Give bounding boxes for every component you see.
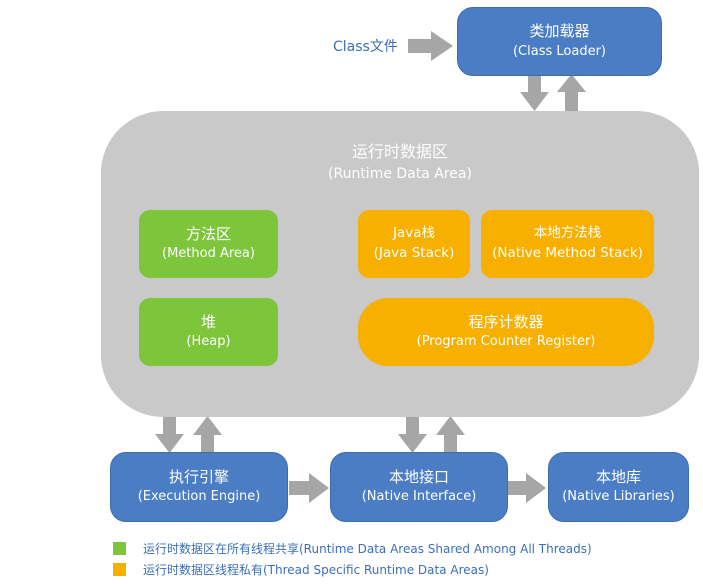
heap-subtitle: (Heap) — [186, 334, 231, 350]
arrow-loader-down — [520, 72, 549, 111]
execution-engine-box[interactable]: 执行引擎 (Execution Engine) — [110, 452, 288, 522]
native-method-stack-box[interactable]: 本地方法栈 (Native Method Stack) — [481, 210, 654, 278]
arrow-runtime-to-native-interface — [398, 414, 427, 453]
heap-box[interactable]: 堆 (Heap) — [139, 298, 278, 366]
native-interface-box[interactable]: 本地接口 (Native Interface) — [330, 452, 508, 522]
native-interface-subtitle: (Native Interface) — [361, 489, 477, 505]
arrow-runtime-to-engine — [155, 414, 184, 453]
native-method-stack-subtitle: (Native Method Stack) — [492, 245, 643, 261]
runtime-title-zh: 运行时数据区 — [351, 142, 448, 161]
class-file-label: Class文件 — [333, 39, 398, 55]
legend-shared-label: 运行时数据区在所有线程共享(Runtime Data Areas Shared … — [143, 542, 592, 556]
java-stack-box[interactable]: Java栈 (Java Stack) — [358, 210, 470, 278]
java-stack-title: Java栈 — [392, 225, 436, 242]
arrow-native-interface-to-runtime — [436, 416, 465, 453]
runtime-data-area-title: 运行时数据区 (Runtime Data Area) — [101, 140, 699, 185]
program-counter-title: 程序计数器 — [468, 312, 544, 331]
legend-private-label: 运行时数据区线程私有(Thread Specific Runtime Data … — [143, 563, 489, 577]
program-counter-box[interactable]: 程序计数器 (Program Counter Register) — [358, 298, 654, 366]
arrow-native-interface-to-libraries — [506, 473, 546, 503]
native-interface-title: 本地接口 — [388, 467, 449, 486]
class-loader-subtitle: (Class Loader) — [512, 43, 606, 59]
class-loader-title: 类加载器 — [529, 22, 590, 41]
method-area-box[interactable]: 方法区 (Method Area) — [139, 210, 278, 278]
legend-private: 运行时数据区线程私有(Thread Specific Runtime Data … — [113, 561, 489, 578]
arrow-engine-to-native-interface — [289, 473, 329, 503]
native-libraries-title: 本地库 — [595, 467, 641, 486]
class-loader-box[interactable]: 类加载器 (Class Loader) — [457, 7, 662, 76]
method-area-subtitle: (Method Area) — [162, 246, 255, 262]
arrow-runtime-up — [557, 74, 586, 111]
java-stack-subtitle: (Java Stack) — [373, 245, 455, 261]
execution-engine-title: 执行引擎 — [168, 467, 229, 486]
legend-shared: 运行时数据区在所有线程共享(Runtime Data Areas Shared … — [113, 540, 592, 557]
legend-green-swatch — [113, 542, 126, 555]
native-libraries-subtitle: (Native Libraries) — [562, 489, 675, 505]
heap-title: 堆 — [200, 312, 216, 331]
arrow-engine-to-runtime — [193, 416, 222, 453]
native-method-stack-title: 本地方法栈 — [533, 225, 602, 242]
execution-engine-subtitle: (Execution Engine) — [137, 489, 261, 505]
arrow-classfile-to-loader — [408, 31, 453, 61]
method-area-title: 方法区 — [185, 224, 231, 243]
native-libraries-box[interactable]: 本地库 (Native Libraries) — [548, 452, 689, 522]
legend-orange-swatch — [113, 563, 126, 576]
runtime-title-en: (Runtime Data Area) — [328, 166, 472, 182]
program-counter-subtitle: (Program Counter Register) — [416, 334, 596, 350]
